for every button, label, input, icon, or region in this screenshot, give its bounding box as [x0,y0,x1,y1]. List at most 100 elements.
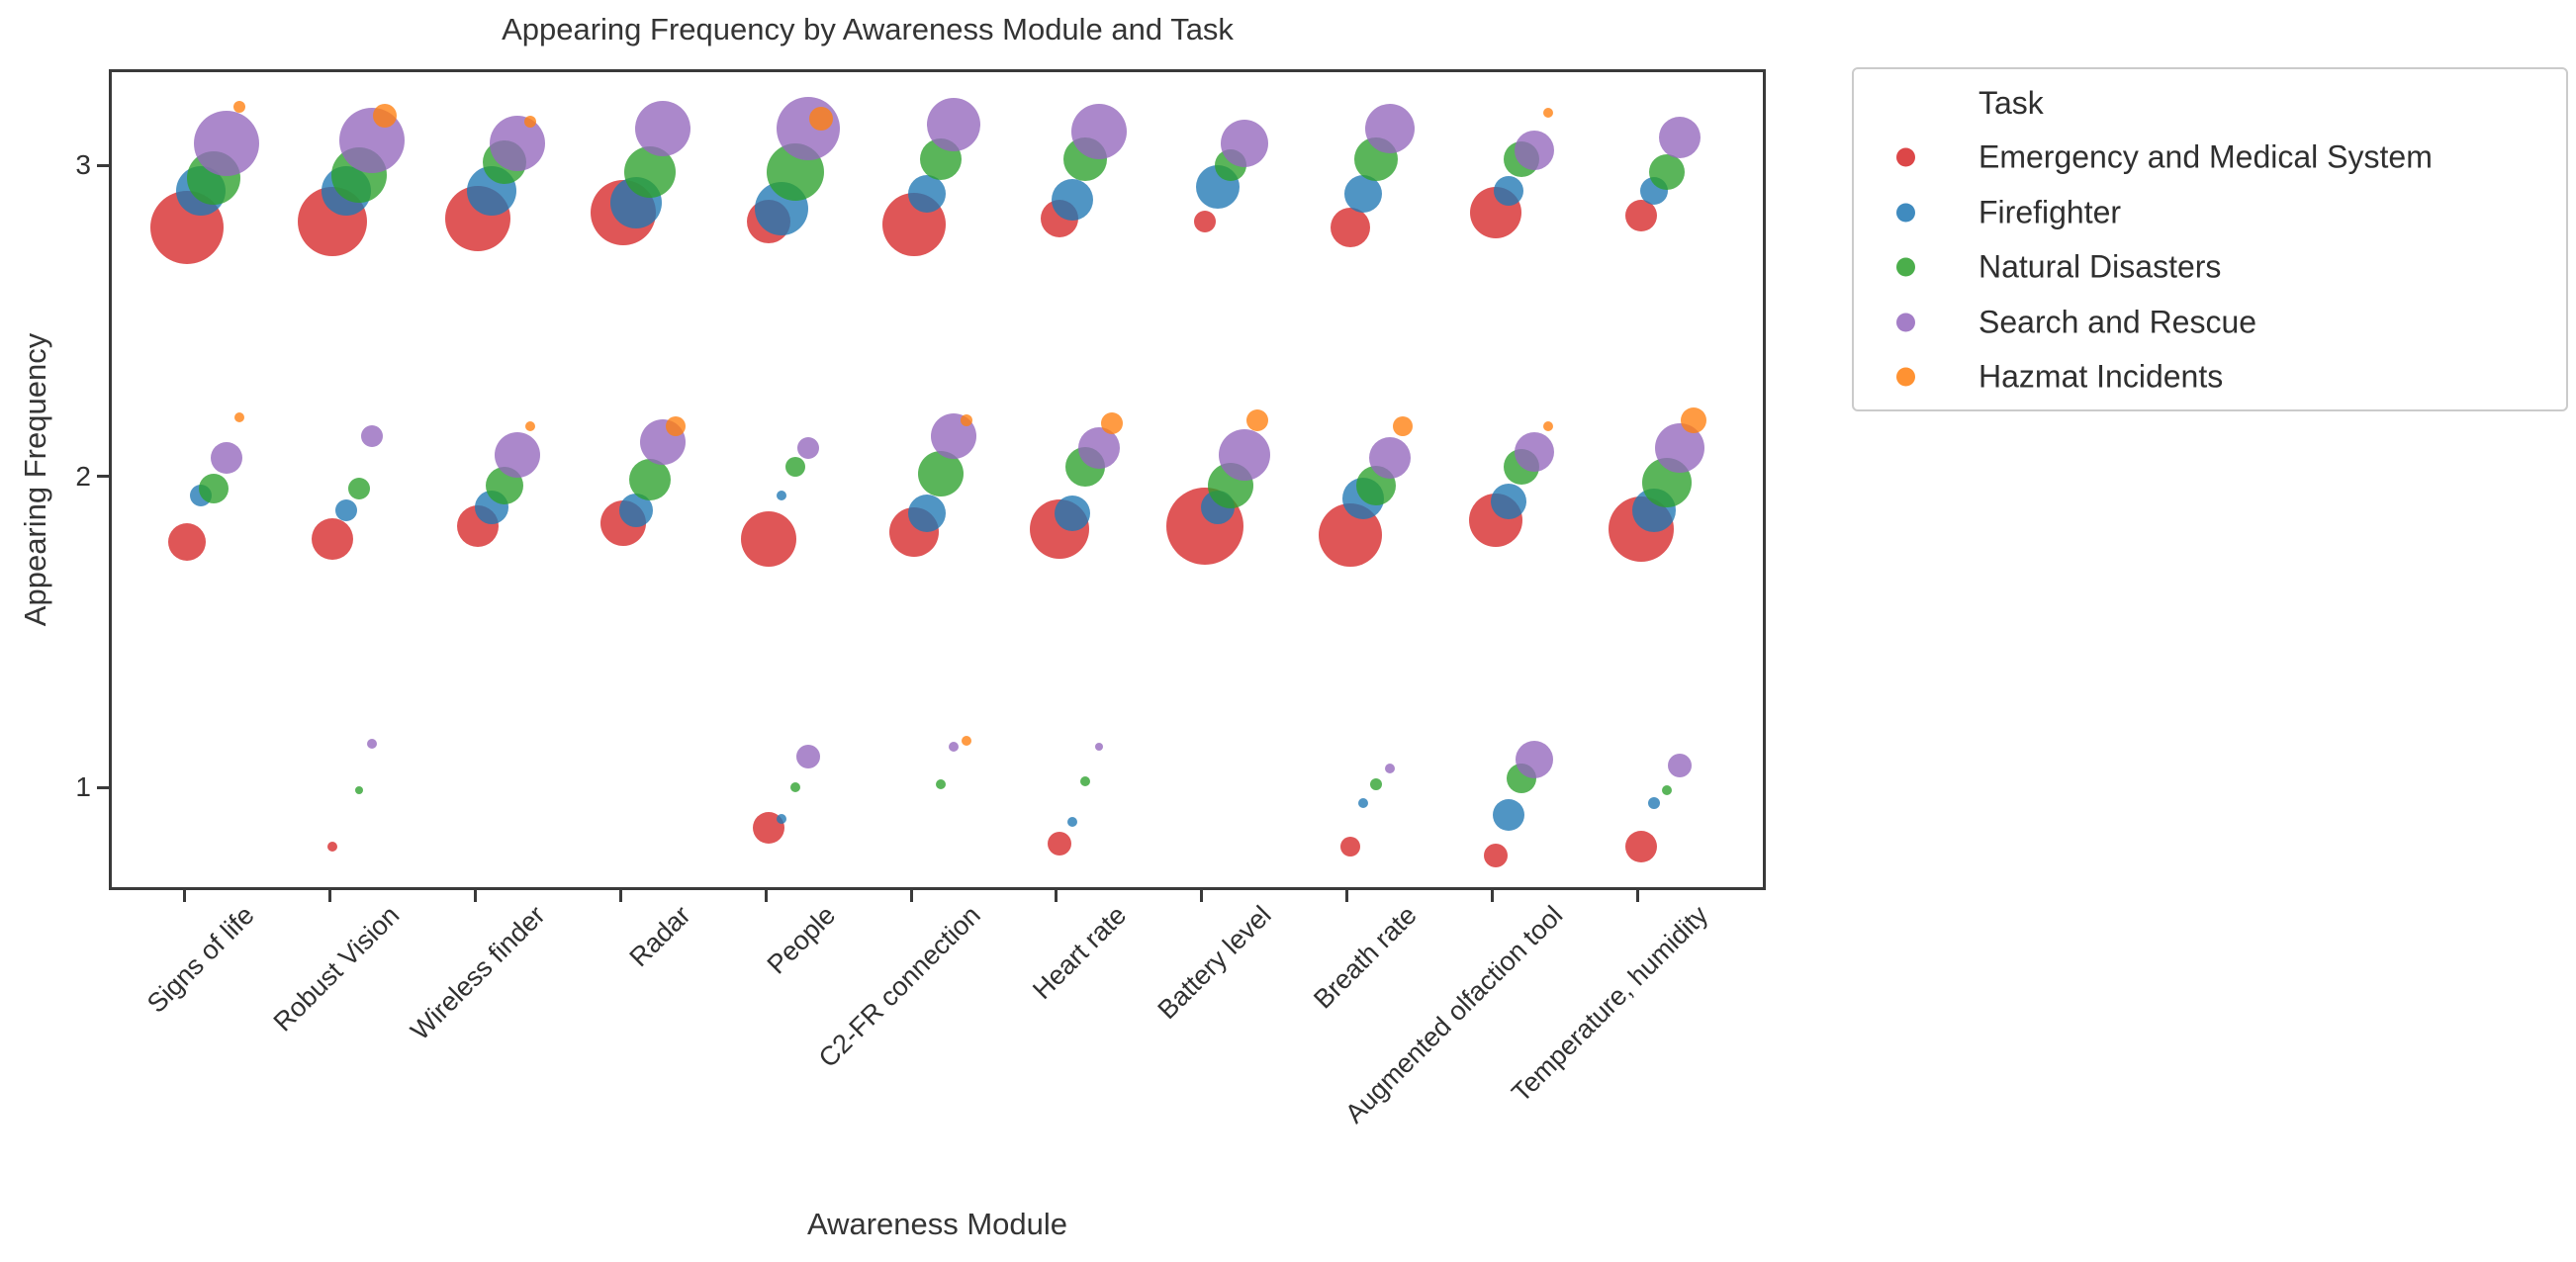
bubble-search-and-rescue [1364,103,1415,153]
bubble-hazmat-incidents [960,414,972,427]
bubble-natural-disasters [1662,785,1673,796]
x-tick-label: Battery level [1151,900,1278,1026]
x-tick-mark [1636,890,1640,902]
x-tick-mark [1055,890,1058,902]
x-axis-label: Awareness Module [806,1207,1068,1241]
bubble-hazmat-incidents [1680,407,1706,434]
x-tick-label: Wireless finder [404,900,551,1046]
x-tick-mark [1491,890,1495,902]
bubble-search-and-rescue [494,431,540,478]
bubble-search-and-rescue [1077,427,1120,470]
legend-item: Search and Rescue [1854,303,2566,342]
bubble-natural-disasters [347,478,370,500]
y-tick-mark [97,163,109,167]
y-tick-mark [97,785,109,789]
chart-title: Appearing Frequency by Awareness Module … [502,12,1234,46]
legend-title: Task [1978,85,2044,121]
bubble-search-and-rescue [194,111,260,177]
bubble-firefighter [1647,796,1660,809]
bubble-hazmat-incidents [961,735,971,746]
bubble-search-and-rescue [367,739,377,750]
bubble-firefighter [334,499,357,522]
bubble-search-and-rescue [1368,436,1411,479]
bubble-firefighter [777,490,787,500]
x-tick-label: Heart rate [1027,900,1133,1006]
bubble-hazmat-incidents [234,412,245,422]
bubble-firefighter [1493,799,1524,832]
bubble-search-and-rescue [1515,130,1555,170]
bubble-natural-disasters [198,474,229,504]
bubble-natural-disasters [354,786,363,795]
bubble-search-and-rescue [1220,120,1268,168]
bubble-emergency-and-medical-system [1193,210,1216,232]
legend-marker-icon [1896,147,1915,167]
y-tick-mark [97,475,109,479]
bubble-search-and-rescue [1384,764,1395,774]
bubble-firefighter [1494,175,1523,206]
x-tick-label: Robust Vision [267,900,406,1037]
x-tick-mark [618,890,622,902]
bubble-hazmat-incidents [233,100,246,113]
bubble-search-and-rescue [795,744,820,768]
y-tick-label: 1 [75,771,91,803]
bubble-hazmat-incidents [666,416,687,437]
x-tick-mark [1200,890,1204,902]
bubble-firefighter [1052,178,1094,221]
x-tick-label: Signs of life [140,900,260,1019]
bubble-emergency-and-medical-system [312,517,354,560]
x-tick-label: C2-FR connection [813,900,987,1074]
bubble-hazmat-incidents [1542,421,1553,432]
bubble-firefighter [908,174,947,213]
bubble-hazmat-incidents [524,116,537,129]
bubble-firefighter [1491,483,1526,519]
legend-marker-icon [1896,257,1915,277]
bubble-natural-disasters [789,782,800,793]
bubble-emergency-and-medical-system [741,510,797,567]
bubble-hazmat-incidents [373,104,398,128]
bubble-emergency-and-medical-system [1483,844,1508,868]
bubble-natural-disasters [1370,778,1383,790]
x-tick-label: People [761,900,842,980]
bubble-natural-disasters [628,458,671,500]
legend-item: Hazmat Incidents [1854,357,2566,397]
legend-item-label: Search and Rescue [1978,304,2257,339]
bubble-emergency-and-medical-system [1624,199,1657,231]
bubble-hazmat-incidents [809,107,833,132]
x-tick-label: Radar [623,900,696,973]
bubble-hazmat-incidents [1245,409,1268,432]
legend-marker-icon [1896,203,1915,222]
bubble-search-and-rescue [1515,431,1555,472]
bubble-search-and-rescue [489,116,545,172]
plot-area [109,69,1766,890]
legend-marker-icon [1896,313,1915,331]
legend-item-label: Hazmat Incidents [1978,358,2224,395]
legend-item-label: Emergency and Medical System [1978,138,2433,175]
x-tick-mark [1345,890,1349,902]
bubble-hazmat-incidents [1392,416,1413,437]
bubble-emergency-and-medical-system [327,841,338,852]
bubble-search-and-rescue [1094,743,1103,752]
bubble-firefighter [1358,797,1369,808]
bubble-search-and-rescue [796,437,819,460]
bubble-search-and-rescue [776,96,840,160]
y-tick-label: 3 [75,149,91,181]
legend-item-label: Natural Disasters [1978,248,2222,285]
bubble-hazmat-incidents [1100,412,1123,435]
bubble-firefighter [777,813,787,824]
bubble-emergency-and-medical-system [1339,836,1360,856]
x-tick-mark [473,890,477,902]
legend-item: Emergency and Medical System [1854,137,2566,177]
y-tick-label: 2 [75,460,91,492]
bubble-hazmat-incidents [1542,107,1553,118]
legend-item: Natural Disasters [1854,247,2566,287]
bubble-search-and-rescue [926,98,980,152]
bubble-emergency-and-medical-system [1330,208,1370,248]
bubble-emergency-and-medical-system [168,522,207,561]
bubble-search-and-rescue [948,742,959,753]
bubble-natural-disasters [784,457,805,478]
bubble-search-and-rescue [1070,103,1127,159]
legend-item-label: Firefighter [1978,194,2122,229]
bubble-search-and-rescue [211,441,243,474]
